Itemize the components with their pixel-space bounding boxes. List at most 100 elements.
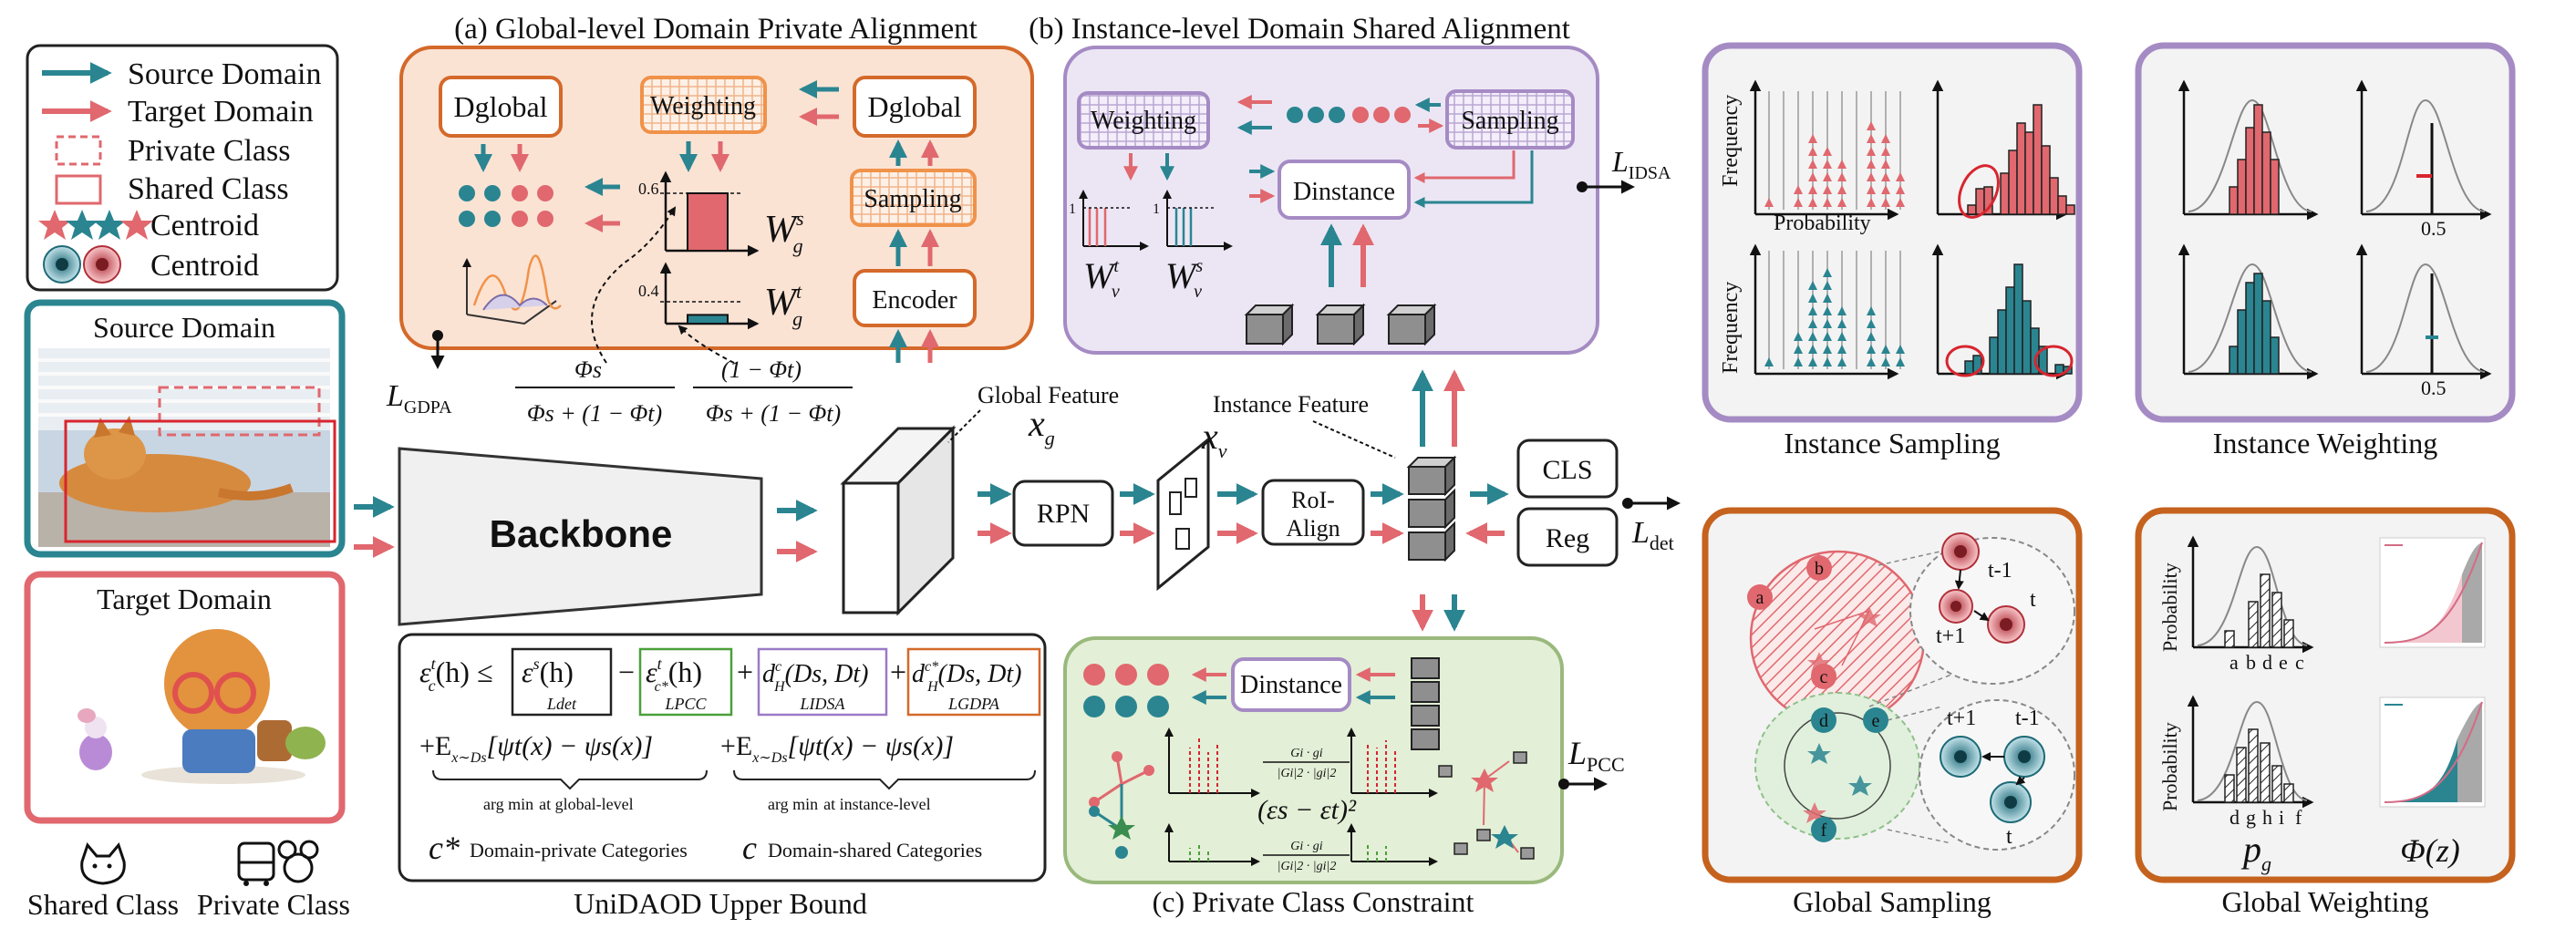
is-triangle xyxy=(1808,160,1817,169)
is-y-label-bottom: Frequency xyxy=(1719,282,1743,374)
gw-phi-symbol: Φ(z) xyxy=(2400,832,2459,869)
gw-bar xyxy=(2283,783,2294,803)
histogram-bar xyxy=(2261,131,2271,215)
bound-cstar-text: Domain-private Categories xyxy=(470,839,688,862)
is-triangle xyxy=(1808,357,1817,366)
pcc-title: (c) Private Class Constraint xyxy=(1153,885,1474,918)
is-triangle xyxy=(1867,198,1876,207)
instance-weighting-caption: Instance Weighting xyxy=(2213,427,2438,459)
is-triangle xyxy=(1881,185,1890,194)
phi-denominator-left: Φs + (1 − Φt) xyxy=(527,400,662,427)
idsa-title: (b) Instance-level Domain Shared Alignme… xyxy=(1029,13,1570,46)
histogram-bar xyxy=(2016,122,2026,215)
gdpa-dglobal-right-label: Dglobal xyxy=(867,90,961,123)
pcc-grad-top-2: Gi · gi xyxy=(1290,840,1323,853)
target-cartoon-image xyxy=(78,629,326,784)
bound-row2-right: +Ex∼Ds[ψt(x) − ψs(x)] xyxy=(720,731,954,766)
roi-line2: Align xyxy=(1286,515,1340,542)
bottom-shared-class-label: Shared Class xyxy=(27,888,179,921)
gs-t-minus-1-top: t-1 xyxy=(1988,559,2012,583)
is-triangle xyxy=(1808,281,1817,290)
legend-centroid-star: Centroid xyxy=(150,209,259,242)
is-triangle xyxy=(1823,294,1832,303)
gs-t-plus-1-top: t+1 xyxy=(1936,624,1965,648)
gw-tick-label: h xyxy=(2262,806,2272,829)
is-triangle xyxy=(1837,306,1847,315)
is-triangle xyxy=(1867,319,1876,328)
is-triangle xyxy=(1823,268,1832,277)
is-triangle xyxy=(1867,134,1876,143)
gdpa-feature-dots xyxy=(459,185,553,227)
bound-term4: dc*H(Ds, Dt) xyxy=(912,659,1021,695)
is-triangle xyxy=(1808,198,1817,207)
instance-sampling-panel: Frequency Probability Frequency xyxy=(1702,42,2083,423)
pcc-roi-stack xyxy=(1411,657,1440,750)
gdpa-distribution-surface xyxy=(462,254,562,325)
gw-cdf-bottom xyxy=(2379,697,2486,808)
is-triangle xyxy=(1823,319,1832,328)
gw-bar xyxy=(2283,619,2294,648)
bound-c-symbol: c xyxy=(742,830,757,866)
gs-node-circle xyxy=(1806,555,1832,581)
bound-label-gdpa: LGDPA xyxy=(947,695,1000,713)
gw-tick-label: b xyxy=(2246,651,2256,674)
target-domain-panel: Target Domain xyxy=(24,571,346,824)
gdpa-dglobal-right-box xyxy=(853,76,977,138)
is-triangle xyxy=(1823,306,1832,315)
is-triangle xyxy=(1794,185,1803,194)
pcc-formula: (εs − εt)² xyxy=(1257,795,1357,825)
iw-tick-top: 0.5 xyxy=(2421,217,2447,240)
iw-tick-bottom: 0.5 xyxy=(2421,377,2447,399)
is-triangle xyxy=(1881,172,1890,181)
is-triangle xyxy=(1808,134,1817,143)
gw-tick-label: g xyxy=(2246,806,2256,829)
gs-node-circle xyxy=(1811,664,1836,689)
global-weighting-caption: Global Weighting xyxy=(2221,885,2428,918)
idsa-panel: Weighting Sampling Dinstance 1 xyxy=(1063,46,1599,355)
gdpa-weighting-label: Weighting xyxy=(650,92,756,120)
is-triangle xyxy=(1823,185,1832,194)
is-triangles-bottom xyxy=(1764,251,1905,369)
histogram-bar xyxy=(1967,204,1977,215)
histogram-bar xyxy=(2229,346,2239,375)
pcc-grad-bottom-2: |Gi|2 · |gi|2 xyxy=(1278,860,1337,873)
gdpa-tick-high: 0.6 xyxy=(638,180,659,198)
gdpa-title: (a) Global-level Domain Private Alignmen… xyxy=(454,13,978,46)
bound-minus: − xyxy=(618,655,635,688)
gw-tick-label: a xyxy=(2229,651,2239,674)
bound-cstar-symbol: c* xyxy=(429,830,460,866)
histogram-bar xyxy=(2237,159,2247,215)
gdpa-sampling-box xyxy=(850,169,977,227)
histogram-bar xyxy=(2237,309,2247,375)
histogram-bar xyxy=(1989,336,1999,375)
gs-cells-bottom xyxy=(1940,736,2045,823)
is-triangle xyxy=(1823,281,1832,290)
pcc-panel: Dinstance xyxy=(1063,636,1564,884)
is-triangle xyxy=(1837,357,1847,366)
bottom-private-class-label: Private Class xyxy=(197,888,350,921)
is-triangle xyxy=(1881,357,1890,366)
legend-centroid-dot: Centroid xyxy=(150,249,259,283)
is-triangle xyxy=(1764,357,1774,366)
reg-label: Reg xyxy=(1546,523,1589,553)
bound-label-idsa: LIDSA xyxy=(800,695,846,713)
histogram-bar xyxy=(1997,309,2007,375)
is-triangle xyxy=(1881,147,1890,156)
instance-weighting-panel: 0.5 0.5 xyxy=(2135,42,2516,423)
idsa-dots xyxy=(1287,107,1411,123)
bound-label-det: Ldet xyxy=(546,695,577,713)
legend-source-domain: Source Domain xyxy=(128,57,321,91)
is-triangle xyxy=(1867,185,1876,194)
legend-private-class: Private Class xyxy=(128,134,290,168)
gs-node-label: d xyxy=(1819,711,1828,731)
private-class-bus-icon xyxy=(237,841,275,886)
backbone-block xyxy=(398,447,763,626)
pcc-dinstance-label: Dinstance xyxy=(1240,671,1342,699)
